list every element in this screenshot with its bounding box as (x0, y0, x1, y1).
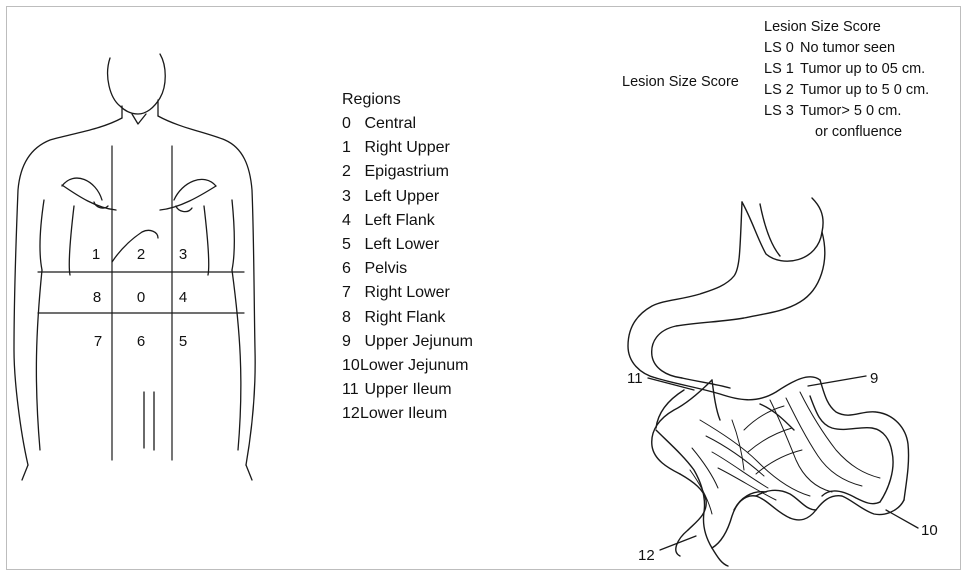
regions-legend-item: 4 Left Flank (342, 209, 473, 233)
region-name: Right Lower (364, 284, 449, 301)
torso-region-labels: 1 2 3 8 0 4 7 6 5 (92, 246, 187, 350)
region-number: 7 (342, 281, 360, 305)
region-label: 2 (137, 246, 145, 263)
regions-legend-item: 10Lower Jejunum (342, 354, 473, 378)
region-label: 0 (137, 289, 145, 306)
callout-12-leader (660, 536, 696, 550)
lesion-score-code: LS 0 (764, 38, 800, 59)
regions-legend-item: 6 Pelvis (342, 257, 473, 281)
callout-10-label: 10 (921, 522, 938, 539)
region-name: Lower Jejunum (360, 357, 469, 374)
region-name: Right Flank (364, 309, 445, 326)
lesion-score-side-label: Lesion Size Score (622, 74, 739, 90)
lesion-score-continuation: or confluence (764, 122, 929, 143)
region-label: 6 (137, 333, 145, 350)
region-name: Epigastrium (364, 163, 448, 180)
region-number: 0 (342, 112, 360, 136)
lesion-score-desc: Tumor up to 5 0 cm. (800, 82, 929, 98)
region-label: 5 (179, 333, 187, 350)
lesion-score-desc: No tumor seen (800, 40, 895, 56)
regions-legend-item: 8 Right Flank (342, 306, 473, 330)
torso-outline (14, 54, 255, 480)
lesion-score-title: Lesion Size Score (764, 17, 929, 38)
region-label: 3 (179, 246, 187, 263)
region-number: 12 (342, 402, 360, 426)
regions-legend: Regions 0 Central 1 Right Upper 2 Epigas… (342, 88, 473, 426)
region-number: 4 (342, 209, 360, 233)
region-label: 1 (92, 246, 100, 263)
region-name: Pelvis (364, 260, 407, 277)
region-name: Lower Ileum (360, 405, 447, 422)
callout-12-label: 12 (638, 547, 655, 564)
regions-legend-item: 0 Central (342, 112, 473, 136)
small-intestine-outline (628, 198, 909, 566)
region-number: 6 (342, 257, 360, 281)
lesion-score-code: LS 1 (764, 59, 800, 80)
regions-legend-item: 2 Epigastrium (342, 160, 473, 184)
regions-legend-title: Regions (342, 88, 473, 112)
lesion-score-desc: Tumor> 5 0 cm. (800, 103, 901, 119)
region-label: 4 (179, 289, 187, 306)
region-number: 10 (342, 354, 360, 378)
region-number: 1 (342, 136, 360, 160)
region-name: Left Upper (364, 188, 439, 205)
bowel-callout-labels: 11 9 12 10 (627, 370, 938, 564)
region-number: 5 (342, 233, 360, 257)
region-name: Left Flank (364, 212, 434, 229)
region-label: 7 (94, 333, 102, 350)
regions-legend-item: 5 Left Lower (342, 233, 473, 257)
region-name: Upper Ileum (364, 381, 451, 398)
regions-legend-item: 1 Right Upper (342, 136, 473, 160)
callout-9-label: 9 (870, 370, 878, 387)
callout-10-leader (886, 510, 918, 528)
region-label: 8 (93, 289, 101, 306)
regions-legend-item: 9 Upper Jejunum (342, 330, 473, 354)
region-name: Left Lower (364, 236, 439, 253)
region-name: Central (364, 115, 416, 132)
regions-legend-item: 7 Right Lower (342, 281, 473, 305)
regions-legend-item: 11 Upper Ileum (342, 378, 473, 402)
lesion-score-code: LS 3 (764, 101, 800, 122)
callout-11-label: 11 (627, 370, 643, 387)
region-name: Right Upper (364, 139, 449, 156)
regions-legend-item: 3 Left Upper (342, 185, 473, 209)
region-number: 2 (342, 160, 360, 184)
regions-legend-item: 12Lower Ileum (342, 402, 473, 426)
region-number: 3 (342, 185, 360, 209)
region-number: 8 (342, 306, 360, 330)
lesion-score-desc: Tumor up to 05 cm. (800, 61, 925, 77)
region-number: 11 (342, 378, 360, 402)
lesion-score-code: LS 2 (764, 80, 800, 101)
region-number: 9 (342, 330, 360, 354)
region-name: Upper Jejunum (364, 333, 473, 350)
